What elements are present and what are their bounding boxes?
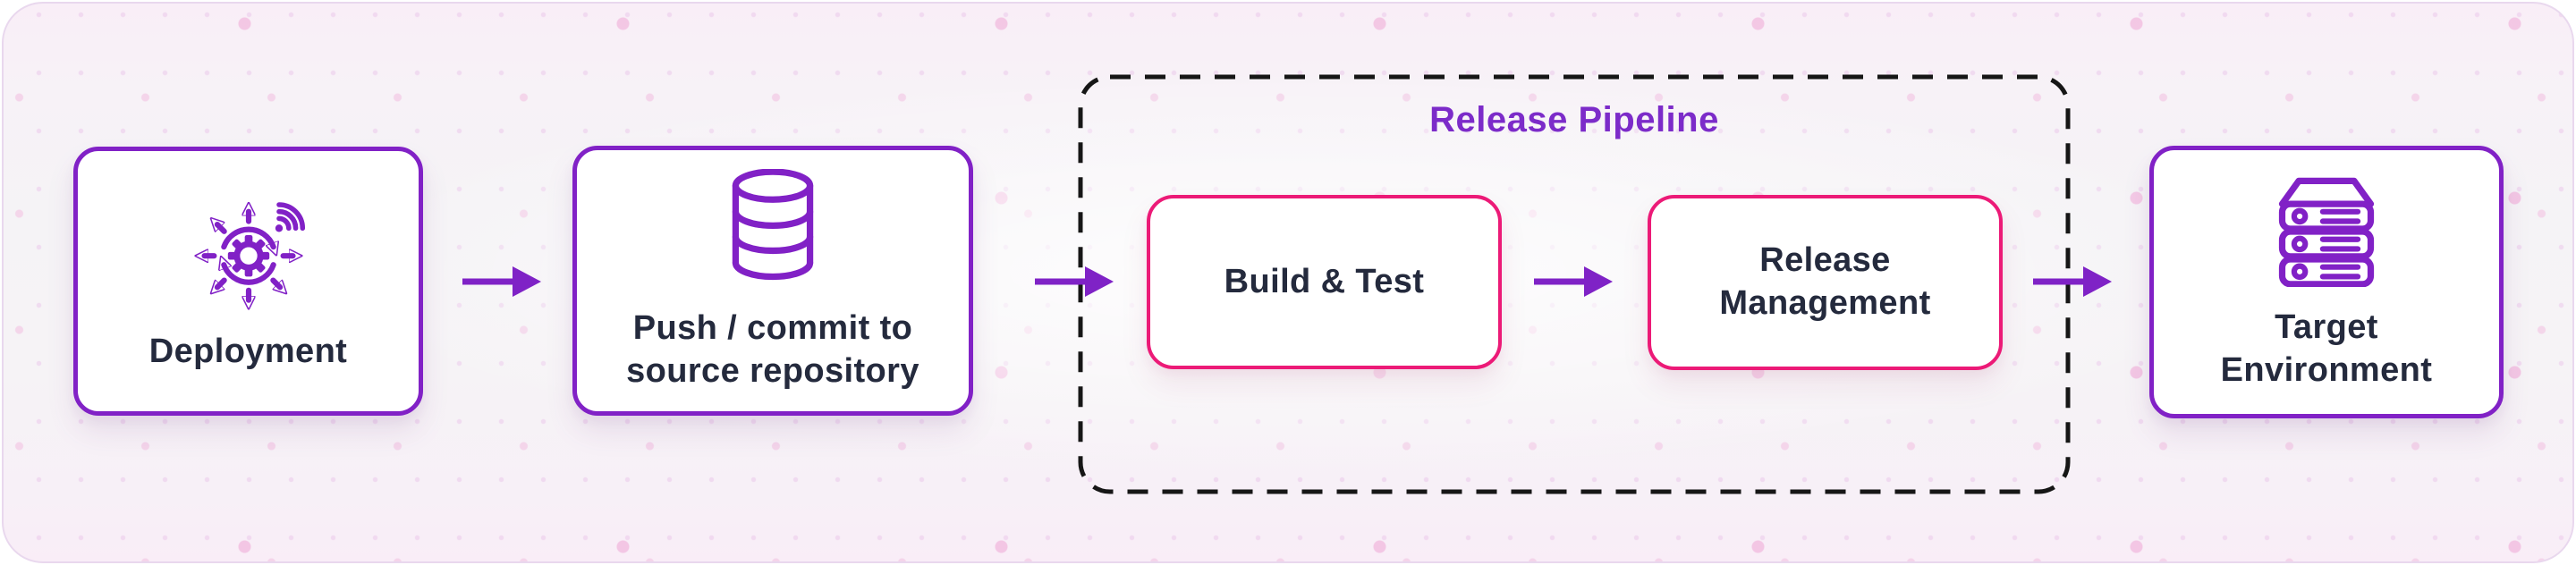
node-target-environment-label: Target Environment	[2220, 308, 2433, 389]
node-deployment-label: Deployment	[148, 332, 348, 370]
node-release-management-label: Release Management	[1719, 241, 1931, 322]
wifi-icon	[275, 201, 305, 232]
server-stack-icon	[2278, 177, 2375, 287]
arrow-build-to-release-icon	[1534, 266, 1613, 297]
node-build-test-label: Build & Test	[1224, 262, 1425, 300]
node-deployment: Deployment	[73, 147, 423, 416]
arrow-pipeline-to-target-icon	[2033, 266, 2112, 297]
database-icon	[732, 168, 814, 280]
arrow-push-to-pipeline-icon	[1035, 266, 1114, 297]
node-push-commit: Push / commit to source repository	[572, 146, 973, 416]
node-release-management: Release Management	[1648, 195, 2003, 370]
deployment-gear-icon	[191, 190, 305, 311]
node-push-commit-label: Push / commit to source repository	[626, 308, 919, 390]
arrow-deployment-to-push-icon	[462, 266, 541, 297]
node-build-test: Build & Test	[1147, 195, 1502, 369]
release-pipeline-title: Release Pipeline	[1429, 100, 1719, 139]
node-target-environment: Target Environment	[2149, 146, 2504, 418]
